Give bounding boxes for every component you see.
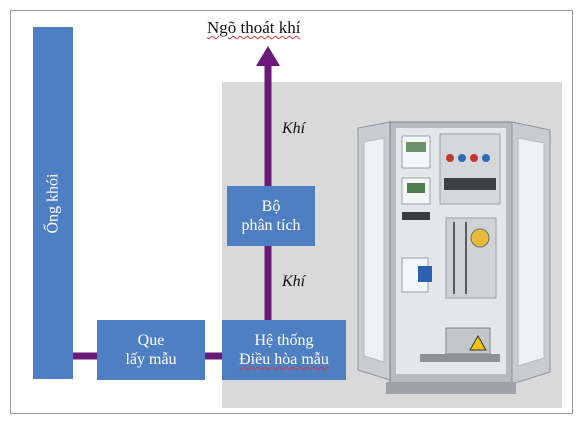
analyzer-label-line2: phân tích — [241, 217, 301, 234]
probe-label-line2: lấy mẫu — [125, 351, 177, 368]
chimney-label: Ống khói — [44, 173, 62, 233]
outlet-label: Ngõ thoát khí — [207, 18, 301, 37]
outlet-arrow-head — [256, 46, 280, 66]
analyzer-box: Bộ phân tích — [227, 186, 315, 246]
gas-label-bottom: Khí — [282, 273, 306, 290]
conditioning-label-line1: Hệ thống — [254, 332, 314, 349]
sampling-probe-box: Que lấy mẫu — [97, 320, 205, 380]
sample-conditioning-box: Hệ thống Điều hòa mẫu — [222, 320, 346, 380]
analyzer-cabinet-image — [357, 121, 551, 394]
chimney-box: Ống khói — [33, 27, 73, 379]
analyzer-label-line1: Bộ — [261, 198, 281, 215]
gas-label-top: Khí — [282, 120, 306, 137]
probe-label-line1: Que — [137, 332, 165, 349]
conditioning-label-line2: Điều hòa mẫu — [239, 351, 329, 368]
